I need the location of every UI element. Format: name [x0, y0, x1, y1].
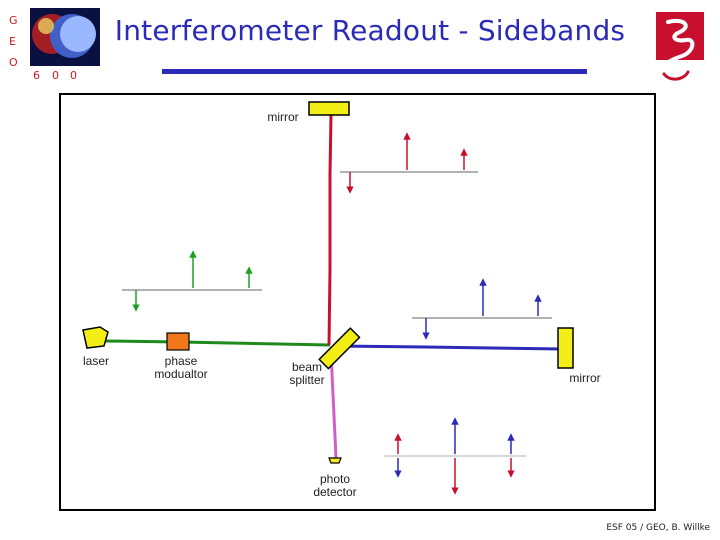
logo-letter-o: O	[9, 56, 18, 69]
slide-title: Interferometer Readout - Sidebands	[114, 14, 626, 47]
logo-digit-0b: 0	[70, 69, 77, 82]
institute-logo-icon	[656, 12, 704, 81]
pink-beam	[329, 351, 338, 459]
label-mirror-top: mirror	[267, 110, 299, 124]
label-photo-detector-line1: photo	[319, 472, 351, 486]
label-photo-detector: photo detector	[300, 473, 370, 499]
blue-beam	[332, 344, 563, 351]
label-beam-splitter-line2: splitter	[289, 373, 325, 387]
green-beam	[104, 339, 331, 347]
label-photo-detector-line2: detector	[313, 485, 357, 499]
beam-splitter-icon	[318, 327, 361, 370]
label-phase-modulator-line2: modualtor	[154, 367, 208, 381]
photo-detector-icon	[328, 457, 342, 464]
phase-modulator-icon	[166, 332, 190, 351]
blue-sideband-spectrum	[412, 278, 552, 340]
mirror-right-icon	[557, 327, 574, 369]
geo600-logo-icon: G E O 6 0 0	[9, 8, 100, 82]
logo-letter-e: E	[9, 35, 16, 48]
detector-sideband-spectrum	[384, 417, 526, 495]
label-beam-splitter: beam splitter	[278, 361, 336, 387]
footer-credit: ESF 05 / GEO, B. Willke	[606, 523, 710, 533]
red-sideband-spectrum	[340, 132, 478, 194]
green-sideband-spectrum	[122, 250, 262, 312]
logo-letter-g: G	[9, 14, 18, 27]
laser-icon	[82, 326, 109, 349]
label-beam-splitter-line1: beam	[291, 360, 323, 374]
title-underline	[162, 69, 587, 74]
diagram-frame	[59, 93, 656, 511]
label-mirror-right: mirror	[569, 371, 601, 385]
label-phase-modulator-line1: phase	[164, 354, 198, 368]
logo-digit-0a: 0	[52, 69, 59, 82]
red-beam	[327, 114, 333, 346]
logo-digit-6: 6	[33, 69, 40, 82]
label-phase-modulator: phase modualtor	[145, 355, 217, 381]
mirror-top-icon	[308, 101, 350, 116]
label-laser: laser	[82, 354, 109, 368]
